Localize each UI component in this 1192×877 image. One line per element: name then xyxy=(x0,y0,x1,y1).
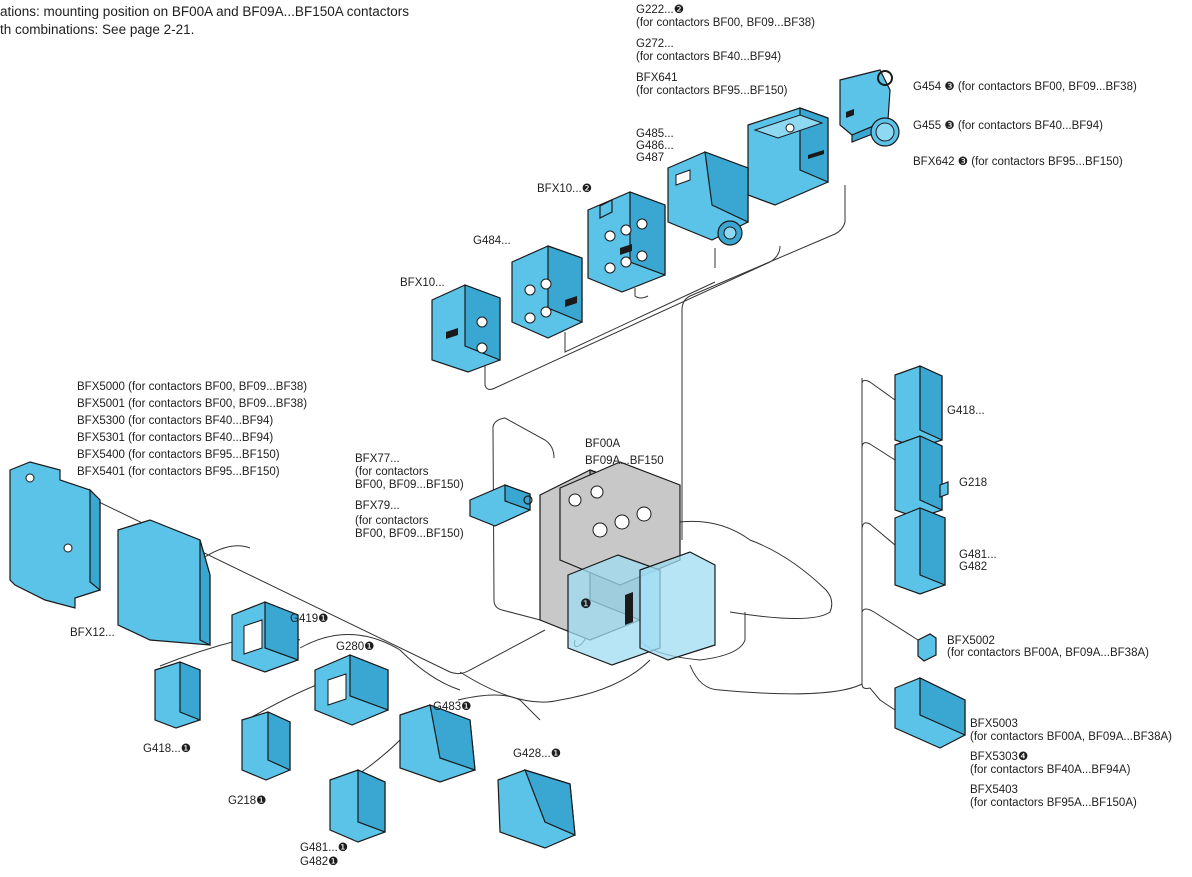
header-line-1: ations: mounting position on BF00A and B… xyxy=(0,4,410,19)
label-bfx79-note2: BF00, BF09...BF150) xyxy=(355,528,464,540)
label-g481-left: G481...❶ xyxy=(300,842,349,854)
label-g418-right: G418... xyxy=(947,405,985,417)
contactor-bf00a xyxy=(539,461,716,666)
label-bfx10-2: BFX10...❷ xyxy=(537,183,593,195)
bfx12-bracket-b xyxy=(117,519,211,646)
label-bfx77-note1: (for contactors xyxy=(355,466,429,478)
label-bfx642: BFX642 ❸ (for contactors BF95...BF150) xyxy=(913,156,1123,168)
label-bfx5300: BFX5300 (for contactors BF40...BF94) xyxy=(77,415,274,427)
g484-aux-block xyxy=(511,245,583,339)
label-bfx5002-note: (for contactors BF00A, BF09A...BF38A) xyxy=(947,647,1149,659)
g222-timer-block xyxy=(747,107,829,206)
label-bfx77: BFX77... xyxy=(355,453,400,465)
g280-block xyxy=(314,654,389,726)
label-bfx5303-note: (for contactors BF40A...BF94A) xyxy=(970,764,1131,776)
g218-block-right xyxy=(894,435,949,519)
label-g218-left: G218❶ xyxy=(228,795,267,807)
label-g482-left: G482❶ xyxy=(300,856,339,868)
bfx10-2-aux-block xyxy=(587,191,666,293)
bfx12-bracket-a xyxy=(9,461,101,609)
label-g454: G454 ❸ (for contactors BF00, BF09...BF38… xyxy=(913,81,1137,93)
g481-block-right xyxy=(894,507,946,595)
g218-block-left xyxy=(241,711,291,781)
label-bfx5001: BFX5001 (for contactors BF00, BF09...BF3… xyxy=(77,398,308,410)
label-g272-note: (for contactors BF40...BF94) xyxy=(636,51,782,63)
bfx5003-block xyxy=(894,677,966,749)
label-bfx641: BFX641 xyxy=(636,72,678,84)
connector-lines xyxy=(69,185,919,781)
label-g418-left: G418...❶ xyxy=(143,743,192,755)
label-bfx5000: BFX5000 (for contactors BF00, BF09...BF3… xyxy=(77,381,308,393)
g419-block xyxy=(231,601,299,673)
label-bfx641-note: (for contactors BF95...BF150) xyxy=(636,85,788,97)
label-g483: G483❶ xyxy=(433,701,472,713)
g418-block-right xyxy=(894,365,943,449)
label-g487: G487 xyxy=(636,152,665,164)
label-g481-right: G481... xyxy=(959,549,997,561)
label-bfx77-note2: BF00, BF09...BF150) xyxy=(355,479,464,491)
label-g428: G428...❶ xyxy=(513,748,562,760)
label-g280: G280❶ xyxy=(336,641,375,653)
label-bfx5003-note: (for contactors BF00A, BF09A...BF38A) xyxy=(970,731,1172,743)
header-line-2: th combinations: See page 2-21. xyxy=(0,22,195,37)
label-g272: G272... xyxy=(636,38,674,50)
label-bfx5403: BFX5403 xyxy=(970,784,1018,796)
label-g485: G485... xyxy=(636,128,674,140)
label-g419: G419❶ xyxy=(290,613,329,625)
g428-block xyxy=(497,769,576,849)
marker-1: ❶ xyxy=(580,596,592,611)
label-bfx5002: BFX5002 xyxy=(947,635,995,647)
g454-pushbutton-part xyxy=(839,69,900,147)
bfx77-interlock xyxy=(469,484,533,527)
g418-block-left xyxy=(154,661,201,729)
label-bfx5303: BFX5303❹ xyxy=(970,751,1029,763)
label-bfx5301: BFX5301 (for contactors BF40...BF94) xyxy=(77,432,274,444)
label-g222: G222...❷ xyxy=(636,4,685,16)
label-g218-right: G218 xyxy=(959,477,988,489)
bfx5002-clip xyxy=(917,633,937,662)
label-bf00a: BF00A xyxy=(585,438,621,450)
label-bfx5003: BFX5003 xyxy=(970,718,1018,730)
bfx10-aux-block xyxy=(431,284,501,373)
label-bfx5403-note: (for contactors BF95A...BF150A) xyxy=(970,797,1137,809)
label-bfx10: BFX10... xyxy=(400,277,445,289)
label-bfx79: BFX79... xyxy=(355,500,400,512)
g483-block xyxy=(399,704,476,783)
label-g484: G484... xyxy=(473,235,511,247)
label-bfx5400: BFX5400 (for contactors BF95...BF150) xyxy=(77,449,280,461)
label-g482-right: G482 xyxy=(959,561,988,573)
label-g455: G455 ❸ (for contactors BF40...BF94) xyxy=(913,120,1103,132)
g485-timer-block xyxy=(667,151,749,246)
label-g222-note: (for contactors BF00, BF09...BF38) xyxy=(636,17,815,29)
label-bfx79-note1: (for contactors xyxy=(355,515,429,527)
label-g486: G486... xyxy=(636,140,674,152)
label-bf09a: BF09A...BF150 xyxy=(585,455,664,467)
label-bfx5401: BFX5401 (for contactors BF95...BF150) xyxy=(77,466,280,478)
g481-block-left xyxy=(329,769,386,843)
label-bfx12: BFX12... xyxy=(70,627,115,639)
